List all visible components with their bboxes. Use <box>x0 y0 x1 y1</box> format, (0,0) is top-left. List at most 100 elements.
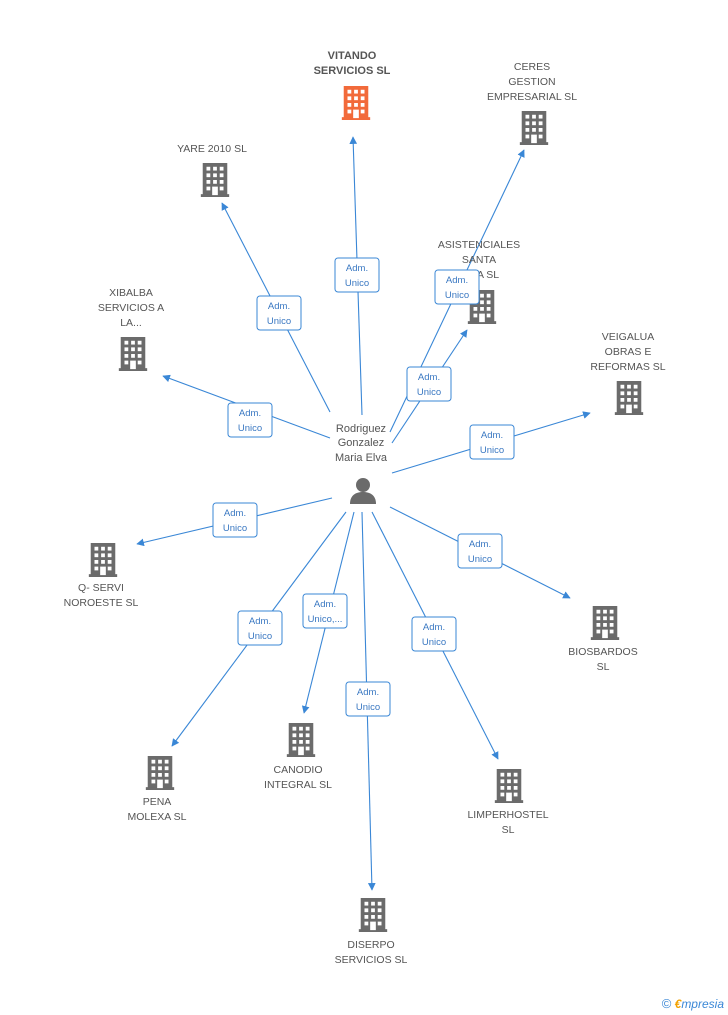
role-badge-frame <box>411 616 457 652</box>
copyright-icon: © <box>661 996 672 1011</box>
brand-logo-text: mpresia <box>681 997 724 1011</box>
company-label-line: CERES <box>514 61 550 73</box>
company-label-line: PENA <box>143 796 172 808</box>
role-badge-frame <box>237 610 283 646</box>
building-icon <box>200 163 230 197</box>
role-label-line: Adm. <box>469 539 491 550</box>
role-badge-frame <box>345 681 391 717</box>
role-badge-limperhostel[interactable]: Adm.Unico <box>411 616 457 652</box>
company-label-line: DISERPO <box>347 939 394 951</box>
role-badge-qservi[interactable]: Adm. Unico <box>212 502 258 538</box>
company-node-yare[interactable]: YARE 2010 SL <box>177 143 247 197</box>
role-badge-frame <box>256 295 302 331</box>
role-label-line: Unico <box>248 631 272 642</box>
company-label-line: EMPRESARIAL SL <box>487 91 577 103</box>
person-name-line-1: Rodriguez <box>336 423 386 435</box>
person-node[interactable]: Rodriguez Gonzalez Maria Elva <box>335 423 388 504</box>
company-label-line: GESTION <box>508 76 555 88</box>
company-node-pena[interactable]: PENA MOLEXA SL <box>128 756 187 823</box>
role-label-line: Adm. <box>224 508 246 519</box>
person-icon <box>350 478 376 504</box>
role-label-line: Adm. <box>446 275 468 286</box>
edges-layer <box>136 136 591 891</box>
company-label-line: Q- SERVI <box>78 582 124 594</box>
role-badge-biosbardos[interactable]: Adm. Unico <box>457 533 503 569</box>
company-label-line: OBRAS E <box>605 346 652 358</box>
company-label-line: REFORMAS SL <box>590 361 665 373</box>
company-node-ceres[interactable]: CERES GESTION EMPRESARIAL SL <box>487 61 577 145</box>
company-node-veigalua[interactable]: VEIGALUA OBRAS E REFORMAS SL <box>590 331 666 415</box>
role-label-line: Unico <box>238 423 262 434</box>
role-badge-frame <box>227 402 273 438</box>
person-name-line-2: Gonzalez <box>338 437 384 449</box>
role-label-line: Adm. <box>418 372 440 383</box>
role-label-line: Adm. <box>346 263 368 274</box>
nodes-layer: VITANDO SERVICIOS SL CERES GESTION EMPRESARI… <box>64 50 666 966</box>
role-badge-frame <box>212 502 258 538</box>
company-label-line: NOROESTE SL <box>64 597 139 609</box>
company-label-line: SERVICIOS A <box>98 302 164 314</box>
role-label-line: Adm. <box>481 430 503 441</box>
role-label-line: Unico <box>422 637 446 648</box>
role-label-line: Adm. <box>239 408 261 419</box>
company-node-qservi[interactable]: Q- SERVI NOROESTE SL <box>64 543 139 609</box>
role-label-line: Adm. <box>249 616 271 627</box>
company-label-line: VEIGALUA <box>602 331 655 343</box>
role-label-line: Unico <box>468 554 492 565</box>
role-badge-frame <box>457 533 503 569</box>
company-label-line: SANTA <box>462 254 496 266</box>
building-icon <box>519 111 549 145</box>
company-label-line: XIBALBA <box>109 287 153 299</box>
company-label-line: BIOSBARDOS <box>568 646 637 658</box>
role-label-line: Unico <box>223 523 247 534</box>
company-label-line: LIMPERHOSTEL <box>467 809 548 821</box>
role-badge-asistenciales[interactable]: Adm. Unico <box>406 366 452 402</box>
role-label-line: Adm. <box>314 599 336 610</box>
role-badge-canodio[interactable]: Adm. Unico,... <box>302 593 348 629</box>
role-badge-ceres[interactable]: Adm.Unico <box>434 269 480 305</box>
role-badge-xibalba[interactable]: Adm. Unico <box>227 402 273 438</box>
company-label-line: MOLEXA SL <box>128 811 187 823</box>
role-label-line: Unico <box>480 445 504 456</box>
role-label-line: Unico,... <box>308 614 343 625</box>
role-label-line: Adm. <box>357 687 379 698</box>
role-badge-yare[interactable]: Adm.Unico <box>256 295 302 331</box>
company-node-biosbardos[interactable]: BIOSBARDOS SL <box>568 606 638 673</box>
role-badge-frame <box>469 424 515 460</box>
building-icon <box>118 337 148 371</box>
role-label-line: Unico <box>267 316 291 327</box>
company-node-vitando[interactable]: VITANDO SERVICIOS SL <box>314 50 391 120</box>
company-label-line: SERVICIOS SL <box>335 954 408 966</box>
building-icon <box>358 898 388 932</box>
company-node-canodio[interactable]: CANODIO INTEGRAL SL <box>264 723 332 791</box>
brand-logo-e: € <box>674 997 682 1011</box>
company-label-line: SERVICIOS SL <box>314 65 391 77</box>
company-label-line: LA... <box>120 317 142 329</box>
company-label-line: INTEGRAL SL <box>264 779 332 791</box>
role-label-line: Unico <box>356 702 380 713</box>
company-label-line: ASISTENCIALES <box>438 239 520 251</box>
company-label-line: VITANDO <box>328 50 377 62</box>
company-label-line: SL <box>597 661 610 673</box>
building-icon <box>494 769 524 803</box>
building-icon <box>614 381 644 415</box>
company-node-diserpo[interactable]: DISERPO SERVICIOS SL <box>335 898 408 966</box>
role-badge-diserpo[interactable]: Adm. Unico <box>345 681 391 717</box>
role-badge-frame <box>434 269 480 305</box>
role-badge-vitando[interactable]: Adm.Unico <box>334 257 380 293</box>
building-icon <box>88 543 118 577</box>
person-name-line-3: Maria Elva <box>335 452 388 464</box>
building-icon <box>145 756 175 790</box>
role-badge-pena[interactable]: Adm. Unico <box>237 610 283 646</box>
role-badge-frame <box>334 257 380 293</box>
role-label-line: Unico <box>417 387 441 398</box>
role-badge-veigalua[interactable]: Adm. Unico <box>469 424 515 460</box>
company-label-line: YARE 2010 SL <box>177 143 247 155</box>
company-node-xibalba[interactable]: XIBALBA SERVICIOS A LA... <box>98 287 164 371</box>
company-label-line: CANODIO <box>273 764 322 776</box>
building-icon <box>590 606 620 640</box>
building-icon <box>341 86 371 120</box>
